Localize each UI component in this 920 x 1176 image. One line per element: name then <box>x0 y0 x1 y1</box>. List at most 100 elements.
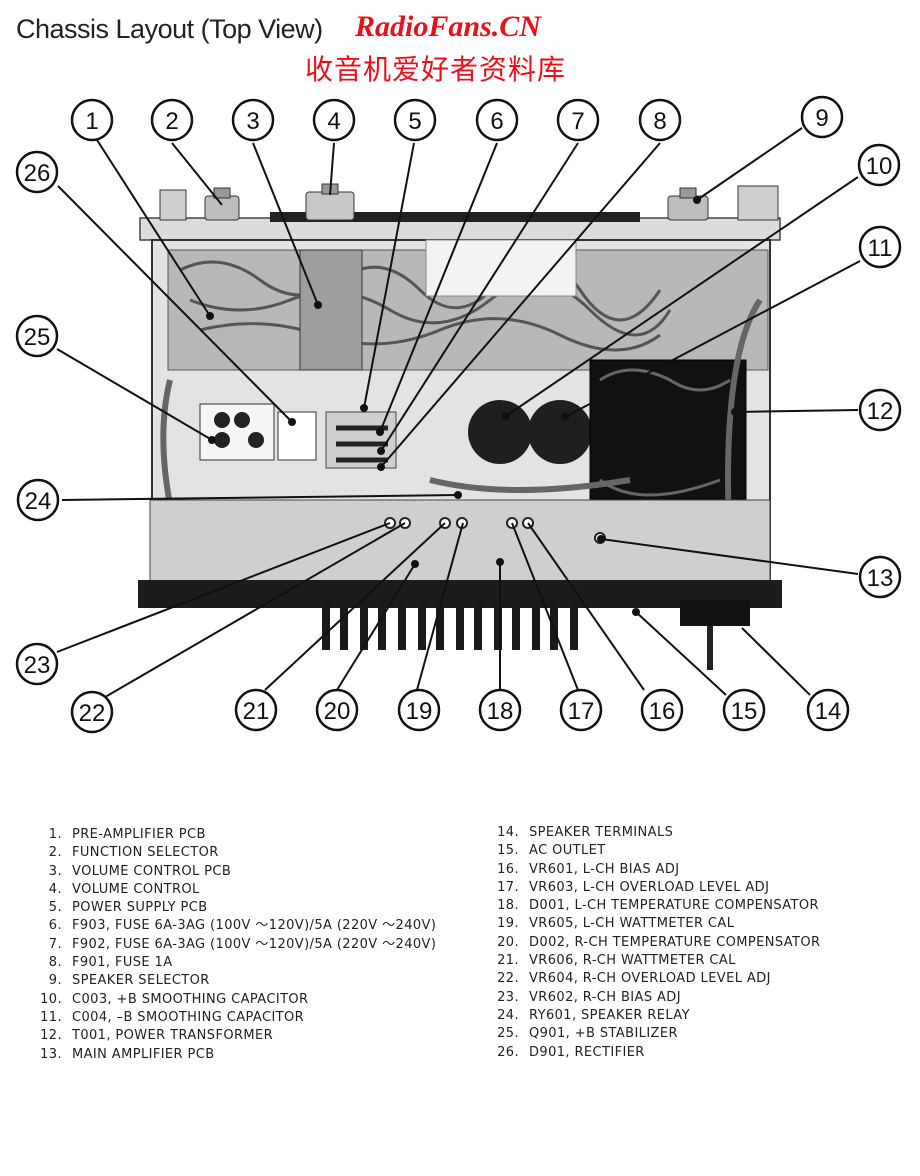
legend-item-number: 10. <box>40 991 62 1007</box>
svg-text:9: 9 <box>815 105 828 132</box>
callout-25: 25 <box>15 314 59 358</box>
legend-item-number: 8. <box>48 955 62 971</box>
legend-item-number: 26. <box>497 1044 519 1060</box>
capacitor-d <box>248 432 264 448</box>
legend-item-number: 18. <box>497 898 519 914</box>
legend-item: 12. T001, POWER TRANSFORMER <box>38 1027 436 1045</box>
svg-text:3: 3 <box>246 108 259 135</box>
callout-12: 12 <box>858 388 902 432</box>
legend-item-number: 11. <box>40 1009 62 1025</box>
callout-20: 20 <box>315 688 359 732</box>
callout-24: 24 <box>16 478 60 522</box>
legend-item-number: 13. <box>40 1046 62 1062</box>
legend-item-number: 4. <box>48 881 62 897</box>
legend-item: 25. Q901, +B STABILIZER <box>497 1025 820 1043</box>
svg-text:24: 24 <box>25 488 52 515</box>
svg-text:7: 7 <box>571 108 584 135</box>
callout-circles: 1 2 3 4 5 6 7 8 9 10 11 12 13 14 15 16 1… <box>15 95 902 734</box>
legend-item: 21. VR606, R-CH WATTMETER CAL <box>497 952 820 970</box>
legend-item-text: VOLUME CONTROL <box>72 881 200 897</box>
legend-item: 24.RY601, SPEAKER RELAY <box>497 1007 820 1025</box>
legend-item-text: VR604, R-CH OVERLOAD LEVEL ADJ <box>529 971 771 987</box>
legend-item: 16.VR601, L-CH BIAS ADJ <box>497 861 820 879</box>
legend-item-text: POWER SUPPLY PCB <box>72 900 208 916</box>
callout-11: 11 <box>858 225 902 269</box>
callout-14: 14 <box>806 688 850 732</box>
legend-item-text: T001, POWER TRANSFORMER <box>72 1028 274 1044</box>
watermark-english: RadioFans.CN <box>355 10 541 43</box>
legend-item: 3.VOLUME CONTROL PCB <box>38 863 436 881</box>
callout-15: 15 <box>722 688 766 732</box>
svg-text:17: 17 <box>568 698 595 725</box>
legend-item-number: 17. <box>497 879 519 895</box>
legend-item: 26. D901, RECTIFIER <box>497 1044 820 1062</box>
callout-16: 16 <box>640 688 684 732</box>
legend-item-text: AC OUTLET <box>529 843 606 859</box>
legend-item-text: C003, +B SMOOTHING CAPACITOR <box>72 991 309 1007</box>
callout-21: 21 <box>234 688 278 732</box>
legend-item: 22. VR604, R-CH OVERLOAD LEVEL ADJ <box>497 970 820 988</box>
legend-item-text: VR606, R-CH WATTMETER CAL <box>529 953 736 969</box>
capacitor-a <box>214 412 230 428</box>
legend-item-number: 6. <box>48 918 62 934</box>
legend-item-number: 25. <box>497 1026 519 1042</box>
legend-item-text: RY601, SPEAKER RELAY <box>529 1007 690 1023</box>
svg-text:19: 19 <box>406 698 433 725</box>
legend-item-number: 7. <box>48 936 62 952</box>
svg-text:1: 1 <box>85 108 98 135</box>
legend-item: 2. FUNCTION SELECTOR <box>38 844 436 862</box>
svg-text:26: 26 <box>24 160 51 187</box>
legend-item-number: 5. <box>48 900 62 916</box>
legend-item-number: 12. <box>40 1028 62 1044</box>
legend-item-number: 14. <box>497 825 519 840</box>
legend-item: 7.F902, FUSE 6A-3AG (100V ～120V)/5A (220… <box>38 936 436 954</box>
svg-text:23: 23 <box>24 652 51 679</box>
legend-item-text: C004, –B SMOOTHING CAPACITOR <box>72 1009 305 1025</box>
legend-item: 14.SPEAKER TERMINALS <box>497 824 820 842</box>
legend-item: 1.PRE-AMPLIFIER PCB <box>38 826 436 844</box>
legend-item: 17. VR603, L-CH OVERLOAD LEVEL ADJ <box>497 879 820 897</box>
knob-volume-control <box>305 191 355 221</box>
callout-4: 4 <box>312 98 356 142</box>
knob-function-selector <box>204 195 240 221</box>
legend-item-number: 22. <box>497 971 519 987</box>
callout-17: 17 <box>559 688 603 732</box>
legend-item-number: 2. <box>48 845 62 861</box>
legend-item: 6. F903, FUSE 6A-3AG (100V ～120V)/5A (220… <box>38 917 436 935</box>
svg-text:20: 20 <box>324 698 351 725</box>
legend-item-text: Q901, +B STABILIZER <box>529 1026 678 1042</box>
leader-dots <box>206 196 739 616</box>
watermark-chinese: 收音机爱好者资料库 <box>305 53 567 86</box>
legend-item-text: D001, L-CH TEMPERATURE COMPENSATOR <box>529 898 819 914</box>
page-title: Chassis Layout (Top View) <box>16 14 323 44</box>
chassis-diagram: 1 2 3 4 5 6 7 8 9 10 11 12 13 14 15 16 1… <box>15 95 902 734</box>
legend-item-text: VR605, L-CH WATTMETER CAL <box>529 916 735 932</box>
legend-item: 13. MAIN AMPLIFIER PCB <box>38 1046 436 1064</box>
callout-6: 6 <box>475 98 519 142</box>
svg-text:21: 21 <box>243 698 270 725</box>
legend-item: 10. C003, +B SMOOTHING CAPACITOR <box>38 991 436 1009</box>
legend-item: 15. AC OUTLET <box>497 842 820 860</box>
knob-shaft-2 <box>213 187 231 199</box>
legend-item-text: D901, RECTIFIER <box>529 1044 645 1060</box>
legend-item-text: SPEAKER SELECTOR <box>72 973 210 989</box>
legend-item-text: VR601, L-CH BIAS ADJ <box>529 861 680 877</box>
capacitor-c003 <box>468 400 532 464</box>
legend-item-number: 21. <box>497 953 519 969</box>
svg-text:6: 6 <box>490 108 503 135</box>
legend-item: 23.VR602, R-CH BIAS ADJ <box>497 989 820 1007</box>
legend-item-text: D002, R-CH TEMPERATURE COMPENSATOR <box>529 934 821 950</box>
svg-text:5: 5 <box>408 108 421 135</box>
legend-item: 18. D001, L-CH TEMPERATURE COMPENSATOR <box>497 897 820 915</box>
legend-item-text: MAIN AMPLIFIER PCB <box>72 1046 215 1062</box>
legend-item-text: VR603, L-CH OVERLOAD LEVEL ADJ <box>529 879 770 895</box>
svg-text:11: 11 <box>868 235 893 262</box>
front-panel-window <box>270 212 640 222</box>
callout-2: 2 <box>150 98 194 142</box>
legend-item: 8.F901, FUSE 1A <box>38 954 436 972</box>
legend-item-number: 15. <box>497 843 519 859</box>
legend-item: 5. POWER SUPPLY PCB <box>38 899 436 917</box>
legend-item-text: F903, FUSE 6A-3AG (100V ～120V)/5A (220V … <box>72 918 437 934</box>
legend-item-text: FUNCTION SELECTOR <box>72 845 219 861</box>
